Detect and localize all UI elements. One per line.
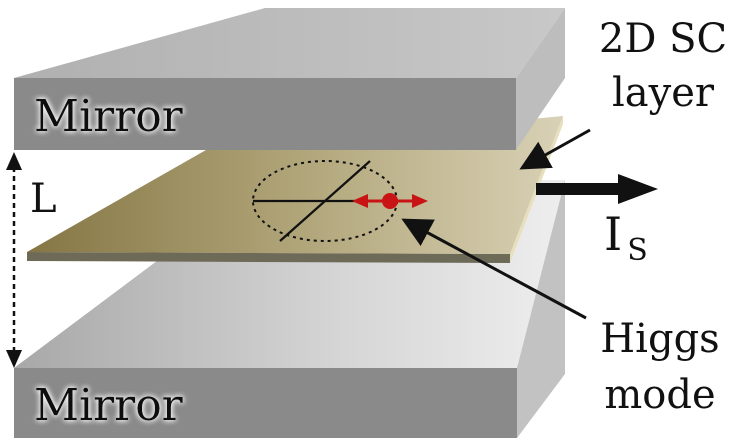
higgs-pointer-arrow <box>401 218 587 320</box>
higgs-particle-dot <box>382 193 398 209</box>
top-mirror-top-face <box>14 8 565 78</box>
cavity-length-arrow-up <box>6 152 22 170</box>
top-mirror-side-face <box>516 8 565 150</box>
supercurrent-symbol: I <box>604 207 622 261</box>
cavity-length-indicator <box>6 152 22 368</box>
layer-label-line2: layer <box>612 70 715 116</box>
top-mirror <box>14 8 565 150</box>
top-mirror-front-face <box>14 78 516 150</box>
higgs-arrow-left-head <box>352 194 368 208</box>
bottom-mirror-side-face <box>517 180 565 438</box>
bottom-mirror-front-face <box>14 368 517 438</box>
supercurrent-subscript: S <box>627 233 648 268</box>
bottom-mirror-label: Mirror <box>34 380 184 431</box>
cavity-length-label: L <box>30 176 57 222</box>
sc-layer-front-edge <box>27 252 510 263</box>
higgs-mode-symbol <box>252 160 428 242</box>
higgs-label-line2: mode <box>604 372 715 418</box>
higgs-label-line1: Higgs <box>600 316 719 362</box>
higgs-axis-diagonal <box>279 160 371 242</box>
top-mirror-label: Mirror <box>34 91 184 142</box>
higgs-arrow-right-head <box>412 194 428 208</box>
layer-pointer-arrow <box>519 128 591 170</box>
layer-label-line1: 2D SC <box>599 16 727 62</box>
supercurrent-label: I S <box>604 207 648 268</box>
cavity-length-arrow-down <box>6 350 22 368</box>
supercurrent-arrow <box>536 174 658 204</box>
